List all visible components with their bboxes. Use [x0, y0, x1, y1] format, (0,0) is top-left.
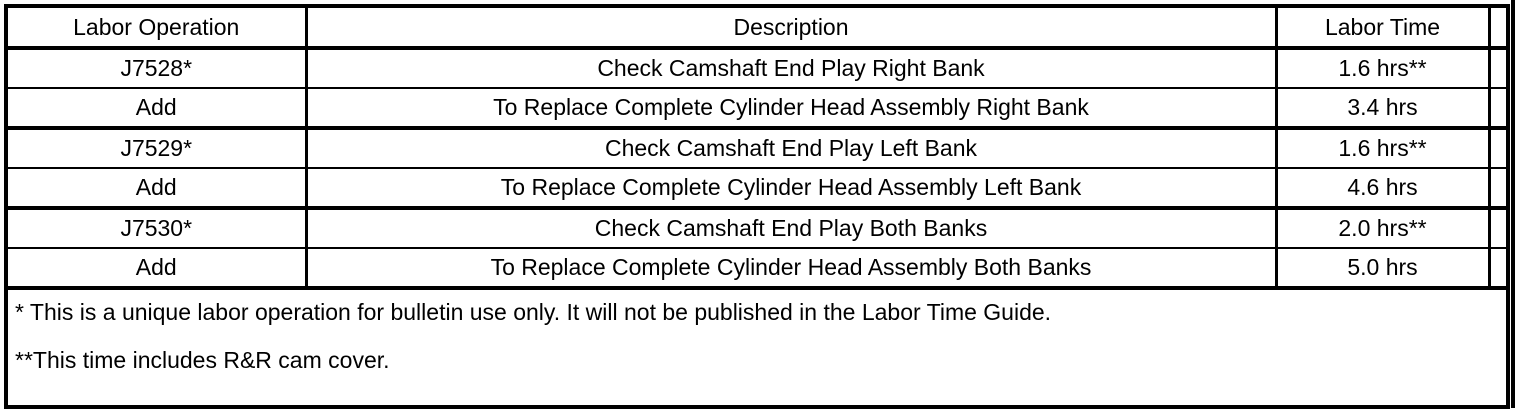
column-header-labor-time: Labor Time: [1276, 6, 1491, 50]
cell-spacer: [1489, 128, 1508, 169]
column-header-spacer: [1489, 6, 1508, 50]
table-row: Add To Replace Complete Cylinder Head As…: [6, 168, 1508, 210]
cell-labor-time: 1.6 hrs**: [1276, 48, 1491, 89]
table-row: J7530* Check Camshaft End Play Both Bank…: [6, 208, 1508, 249]
cell-labor-time: 1.6 hrs**: [1276, 128, 1491, 169]
cell-labor-operation: J7530*: [6, 208, 308, 249]
cell-description: Check Camshaft End Play Right Bank: [306, 48, 1278, 89]
column-header-description: Description: [306, 6, 1278, 50]
cell-labor-operation: Add: [6, 88, 308, 130]
cell-labor-time: 3.4 hrs: [1276, 88, 1491, 130]
table-footnote-row: * This is a unique labor operation for b…: [6, 288, 1508, 407]
cell-description: To Replace Complete Cylinder Head Assemb…: [306, 88, 1278, 130]
cell-spacer: [1489, 208, 1508, 249]
cell-labor-operation: J7529*: [6, 128, 308, 169]
footnote-cell: * This is a unique labor operation for b…: [6, 288, 1508, 407]
labor-table-container: Labor Operation Description Labor Time J…: [4, 4, 1510, 409]
labor-operation-table: Labor Operation Description Labor Time J…: [4, 4, 1510, 409]
table-row: J7528* Check Camshaft End Play Right Ban…: [6, 48, 1508, 89]
cell-labor-time: 5.0 hrs: [1276, 248, 1491, 290]
footnote-single-asterisk: * This is a unique labor operation for b…: [15, 299, 1052, 325]
cell-labor-operation: Add: [6, 248, 308, 290]
cell-description: Check Camshaft End Play Left Bank: [306, 128, 1278, 169]
cell-labor-time: 2.0 hrs**: [1276, 208, 1491, 249]
cell-spacer: [1489, 248, 1508, 290]
cell-spacer: [1489, 48, 1508, 89]
page-edge-rule: [1511, 0, 1515, 408]
cell-description: To Replace Complete Cylinder Head Assemb…: [306, 168, 1278, 210]
cell-spacer: [1489, 88, 1508, 130]
cell-description: Check Camshaft End Play Both Banks: [306, 208, 1278, 249]
cell-labor-operation: Add: [6, 168, 308, 210]
footnote-spacer: [15, 325, 1506, 347]
column-header-labor-operation: Labor Operation: [6, 6, 308, 50]
cell-description: To Replace Complete Cylinder Head Assemb…: [306, 248, 1278, 290]
table-row: Add To Replace Complete Cylinder Head As…: [6, 248, 1508, 290]
table-row: Add To Replace Complete Cylinder Head As…: [6, 88, 1508, 130]
table-header-row: Labor Operation Description Labor Time: [6, 6, 1508, 50]
table-row: J7529* Check Camshaft End Play Left Bank…: [6, 128, 1508, 169]
footnote-double-asterisk: **This time includes R&R cam cover.: [15, 347, 390, 374]
cell-spacer: [1489, 168, 1508, 210]
cell-labor-time: 4.6 hrs: [1276, 168, 1491, 210]
cell-labor-operation: J7528*: [6, 48, 308, 89]
